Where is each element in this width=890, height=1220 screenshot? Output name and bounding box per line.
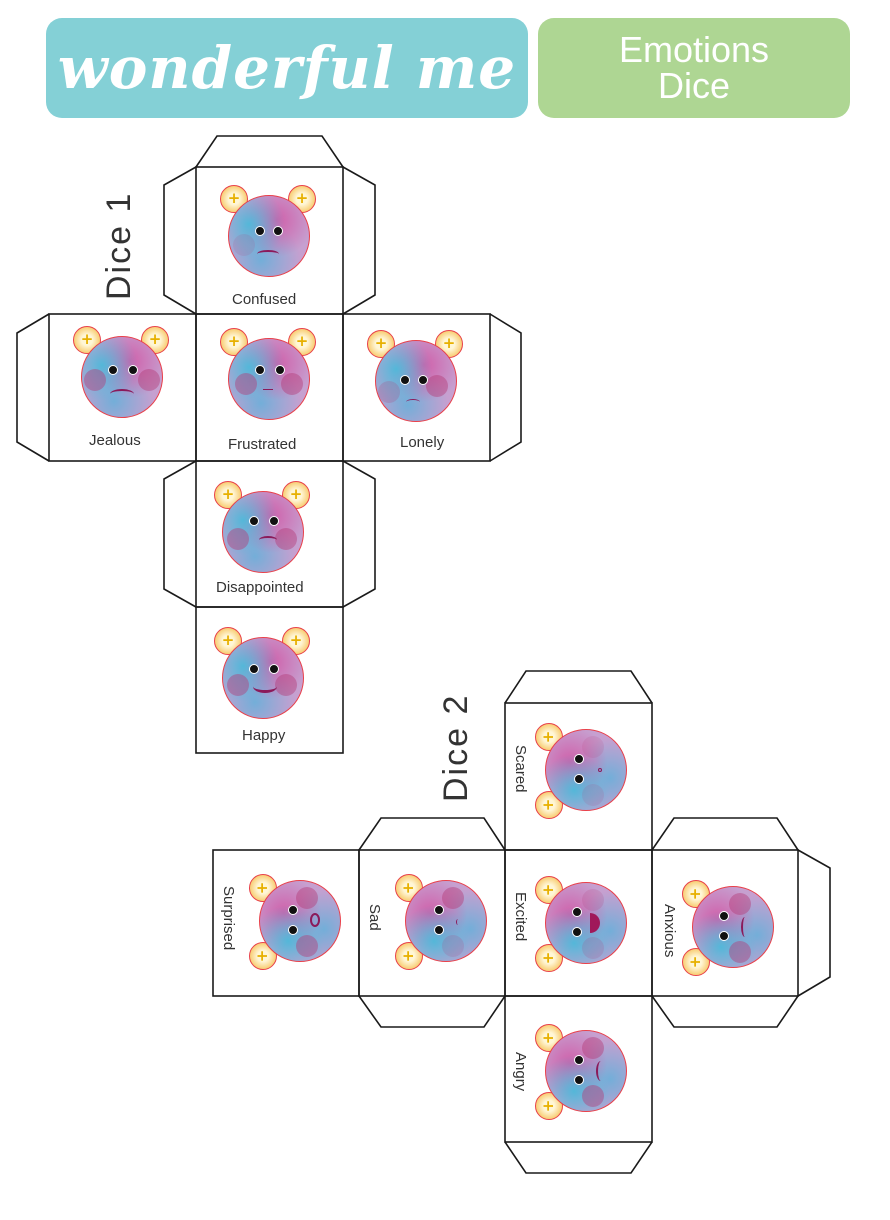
dice-2-face-surprised: Surprised <box>213 850 360 997</box>
emotion-label: Angry <box>512 1052 529 1092</box>
dice-1-face-happy: Happy <box>196 607 343 754</box>
dice-1-label: Dice 1 <box>100 191 138 300</box>
emotion-label: Frustrated <box>228 436 297 453</box>
anxious-bear-face-icon <box>682 880 778 976</box>
dice-2-face-excited: Excited <box>505 850 652 997</box>
emotion-label: Jealous <box>89 432 141 449</box>
dice-2-face-anxious: Anxious <box>652 850 799 997</box>
dice-2-face-scared: Scared <box>505 703 652 850</box>
disappointed-bear-face-icon <box>214 481 310 577</box>
emotion-label: Confused <box>232 291 297 308</box>
dice-1-face-jealous: Jealous <box>49 314 196 461</box>
dice-1-face-frustrated: Frustrated <box>196 314 343 461</box>
emotion-label: Disappointed <box>216 579 304 596</box>
page-title: Emotions Dice <box>618 29 770 106</box>
surprised-bear-face-icon <box>249 874 345 970</box>
scared-bear-face-icon <box>535 723 631 819</box>
dice-2-face-angry: Angry <box>505 996 652 1143</box>
dice-1-face-confused: Confused <box>196 167 343 314</box>
dice-2-outline <box>212 670 831 1174</box>
dice-2-label: Dice 2 <box>437 693 475 802</box>
emotion-label: Anxious <box>661 904 678 958</box>
sad-bear-face-icon <box>395 874 491 970</box>
lonely-bear-face-icon <box>367 330 463 426</box>
title-badge: Emotions Dice <box>538 18 850 118</box>
angry-bear-face-icon <box>535 1024 631 1120</box>
dice-2-face-sad: Sad <box>359 850 506 997</box>
dice-1-face-lonely: Lonely <box>343 314 490 461</box>
frustrated-bear-face-icon <box>220 328 316 424</box>
emotion-label: Sad <box>366 904 383 931</box>
excited-bear-face-icon <box>535 876 631 972</box>
brand-badge: wonderful me <box>46 18 528 118</box>
dice-1-outline <box>16 135 522 754</box>
emotion-label: Surprised <box>220 886 237 951</box>
emotion-label: Happy <box>242 727 286 744</box>
jealous-bear-face-icon <box>73 326 169 422</box>
confused-bear-face-icon <box>220 185 316 281</box>
dice-1-face-disappointed: Disappointed <box>196 461 343 608</box>
brand-title: wonderful me <box>57 34 517 102</box>
emotion-label: Scared <box>512 745 529 793</box>
happy-bear-face-icon <box>214 627 310 723</box>
emotion-label: Lonely <box>400 434 445 451</box>
emotion-label: Excited <box>512 892 529 942</box>
